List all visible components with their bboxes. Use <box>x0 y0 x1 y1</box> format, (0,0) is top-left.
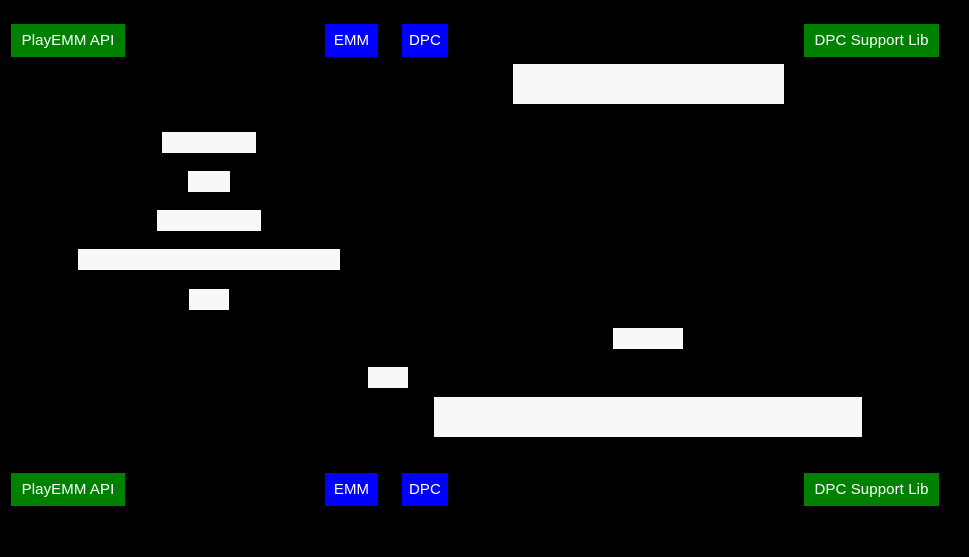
message-arrow-users-update <box>68 235 351 236</box>
message-arrow-users-insert <box>68 157 351 158</box>
lifeline-playemm-api <box>68 57 69 473</box>
participant-label: EMM <box>333 481 370 498</box>
message-arrow-callback <box>425 353 871 354</box>
message-label-token-to-emm: token <box>189 289 229 347</box>
participant-label: EMM <box>333 32 370 49</box>
message-label-line-1: androidForWorkAccountSupport <box>541 438 755 455</box>
participant-head-playemm-api[interactable]: PlayEMM API <box>11 24 125 57</box>
participant-label: DPC Support Lib <box>814 32 929 49</box>
lifeline-dpc-support-lib <box>871 57 872 473</box>
participant-foot-dpc-support-lib[interactable]: DPC Support Lib <box>804 473 939 506</box>
message-arrow-token-to-emm <box>68 314 351 315</box>
participant-label: DPC <box>409 32 441 49</box>
message-label-add-android-for-work-account: androidForWorkAccountSupport .addAndroid… <box>434 397 862 515</box>
participant-label: PlayEMM API <box>21 32 115 49</box>
participant-head-dpc-support-lib[interactable]: DPC Support Lib <box>804 24 939 57</box>
message-arrow-generate-authentication-token <box>68 274 351 275</box>
participant-head-emm[interactable]: EMM <box>325 24 378 57</box>
message-label-line-1: token <box>190 330 228 347</box>
message-label-line-1: androidForWorkAccountSupport <box>541 105 756 122</box>
participant-label: DPC <box>409 481 441 498</box>
message-label-callback: callback() <box>613 328 683 386</box>
message-arrow-userid <box>68 196 351 197</box>
message-arrow-ensure-working-environment <box>425 108 871 109</box>
lifeline-emm <box>351 57 352 473</box>
sequence-diagram: PlayEMM API EMM DPC DPC Support Lib andr… <box>11 24 939 515</box>
message-label-line-1: token <box>369 408 407 425</box>
message-arrow-token-to-dpc <box>351 392 425 393</box>
participant-label: PlayEMM API <box>21 481 115 498</box>
message-arrow-add-android-for-work-account <box>425 441 871 442</box>
participant-head-dpc[interactable]: DPC <box>402 24 448 57</box>
message-label-ensure-working-environment: androidForWorkAccountSupport .ensureWork… <box>513 64 784 182</box>
participant-foot-dpc[interactable]: DPC <box>402 473 448 506</box>
participant-label: DPC Support Lib <box>814 481 929 498</box>
message-label-users-update: users.update() <box>157 210 261 268</box>
message-label-users-insert: users.insert() <box>162 132 256 190</box>
message-label-line-1: callback() <box>615 369 681 386</box>
message-label-token-to-dpc: token <box>368 367 408 425</box>
message-label-userid: userID <box>188 171 233 229</box>
message-label-line-2: .addAndroidForWorkAccount(token, account… <box>447 498 849 515</box>
message-label-line-2: .ensureWorkingEnvironment(callback) <box>521 165 776 182</box>
participant-foot-emm[interactable]: EMM <box>325 473 378 506</box>
message-label-generate-authentication-token: users.generateAuthenticationToken() <box>78 249 340 307</box>
participant-foot-playemm-api[interactable]: PlayEMM API <box>11 473 125 506</box>
lifeline-dpc <box>425 57 426 473</box>
